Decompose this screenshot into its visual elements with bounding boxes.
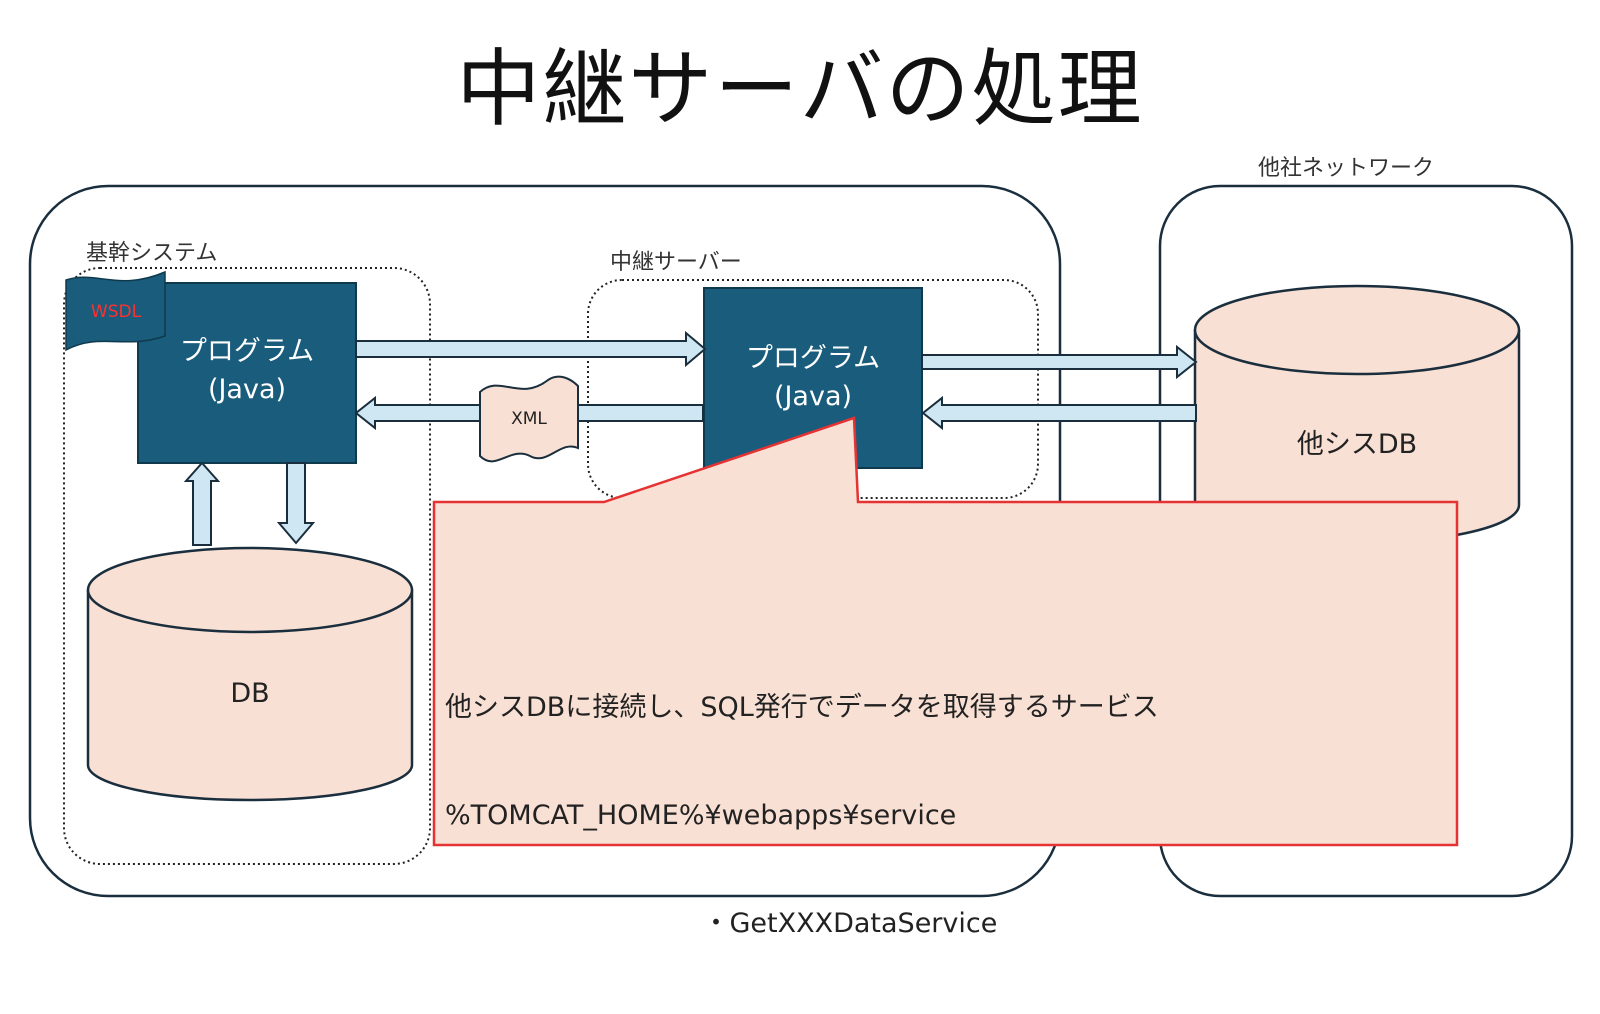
relay-server-label: 中継サーバー [610,250,742,275]
relay-program-name: プログラム [745,343,881,374]
other-db-cylinder [1193,284,1521,545]
core-db-label: DB [230,678,270,709]
callout-bubble [432,416,1459,847]
wsdl-document-shape [65,270,166,352]
wsdl-label: WSDL [90,302,142,322]
core-program-name: プログラム [179,336,315,367]
arrow-otherdb-to-relay [921,395,1197,431]
core-program-box [137,282,357,464]
core-program-text: プログラム (Java) [138,333,356,409]
arrow-core-to-db [276,462,316,545]
arrow-db-to-core [183,461,221,546]
relay-server-diagram [28,184,1574,898]
callout-line-1: 他シスDBに接続し、SQL発行でデータを取得するサービス [445,692,1159,723]
arrow-core-to-relay [355,330,707,368]
core-system-label: 基幹システム [86,241,218,266]
arrow-relay-to-otherdb [921,344,1198,380]
relay-program-text: プログラム (Java) [704,340,922,416]
callout-line-3: ・GetXXXDataService [445,908,998,939]
relay-server-region [587,279,1039,499]
diagram-stage: 中継サーバの処理 他社ネットワーク 基幹システム 中継サーバー WSDL XML… [28,40,1574,939]
other-network-label: 他社ネットワーク [1258,156,1435,181]
core-program-lang: (Java) [207,374,287,405]
core-system-region [63,267,431,865]
callout-line-2: %TOMCAT_HOME%¥webapps¥service [445,800,957,831]
relay-program-lang: (Java) [773,381,853,412]
other-db-label: 他シスDB [1296,429,1418,460]
core-db-cylinder [86,546,414,802]
xml-document-shape [479,375,579,463]
callout-text: 他シスDBに接続し、SQL発行でデータを取得するサービス %TOMCAT_HOM… [445,618,1159,1014]
xml-label: XML [511,409,547,429]
page-title: 中継サーバの処理 [456,40,1144,138]
